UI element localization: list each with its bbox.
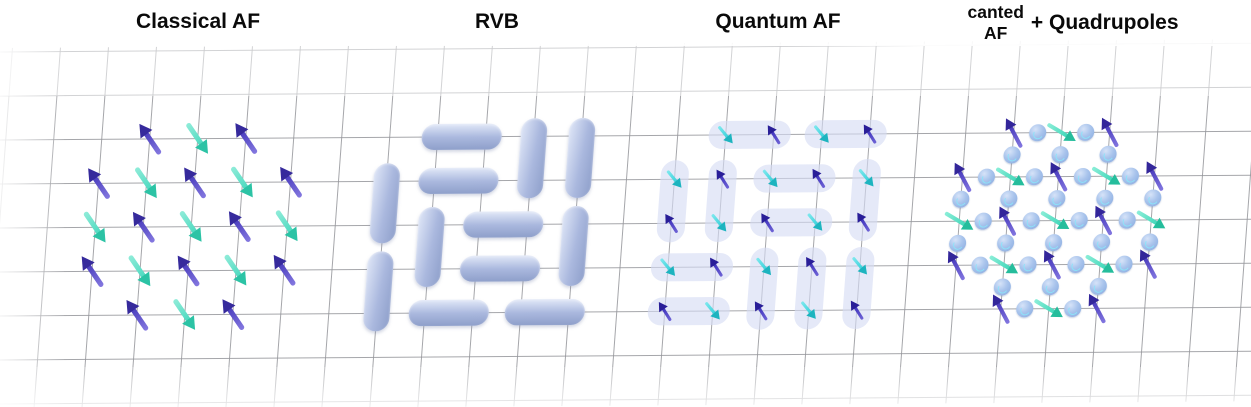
- quadrupole-swirl-icon: [1076, 171, 1089, 184]
- grid-line: [0, 129, 1251, 141]
- af-label: AF: [984, 22, 1008, 43]
- dimer-pill-h: [420, 123, 503, 151]
- quadrupole-swirl-icon: [1118, 259, 1130, 272]
- quadrupole-swirl-icon: [1124, 170, 1137, 184]
- panel-title-canted-af-quadrupoles: canted AF + Quadrupoles: [967, 2, 1178, 43]
- grid-line: [897, 41, 925, 404]
- quadrupole-swirl-icon: [1070, 259, 1082, 272]
- grid-line: [0, 41, 1251, 53]
- quadrupole-swirl-icon: [977, 215, 990, 229]
- quadrupole-swirl-icon: [1073, 215, 1086, 228]
- grid-line: [0, 349, 1251, 361]
- panel-title-rvb: RVB: [475, 10, 519, 33]
- quadrupole-swirl-icon: [1066, 303, 1079, 316]
- quadrupole-swirl-icon: [1028, 171, 1041, 184]
- quadrupole-swirl-icon: [1025, 215, 1038, 228]
- quadrupole-swirl-icon: [999, 237, 1012, 251]
- quadrupole-swirl-icon: [974, 260, 986, 273]
- grid-line: [0, 393, 1251, 405]
- quadrupole-swirl-icon: [1044, 281, 1057, 294]
- dimer-pill-h: [459, 255, 541, 282]
- grid-line: [0, 85, 1251, 97]
- panel-title-quantum-af: Quantum AF: [715, 10, 841, 33]
- quadrupole-swirl-icon: [1031, 127, 1044, 140]
- grid-line: [609, 43, 637, 406]
- quadrupoles-label: + Quadrupoles: [1030, 10, 1179, 34]
- canted-af-stacked-label: canted AF: [967, 2, 1023, 43]
- grid-line: [1233, 39, 1251, 402]
- grid-line: [1185, 39, 1213, 402]
- quadrupole-swirl-icon: [1146, 192, 1159, 206]
- quadrupole-swirl-icon: [980, 171, 993, 185]
- quadrupole-swirl-icon: [1006, 149, 1018, 163]
- quadrupole-swirl-icon: [1018, 303, 1031, 317]
- panel-title-classical-af: Classical AF: [135, 10, 261, 33]
- quadrupole-swirl-icon: [1079, 127, 1092, 140]
- quadrupole-swirl-icon: [1121, 214, 1134, 228]
- quadrupole-swirl-icon: [1102, 149, 1114, 162]
- quadrupole-swirl-icon: [1050, 193, 1063, 206]
- quadrupole-swirl-icon: [1022, 259, 1034, 272]
- dimer-pill-h: [462, 211, 545, 238]
- dimer-pill-h: [503, 298, 586, 326]
- grid-line: [321, 45, 349, 407]
- dimer-pill-h: [417, 167, 500, 195]
- quadrupole-swirl-icon: [954, 194, 967, 207]
- dimer-pill-h: [407, 299, 490, 327]
- quadrupole-swirl-icon: [1095, 237, 1108, 250]
- canted-label: canted: [967, 2, 1024, 22]
